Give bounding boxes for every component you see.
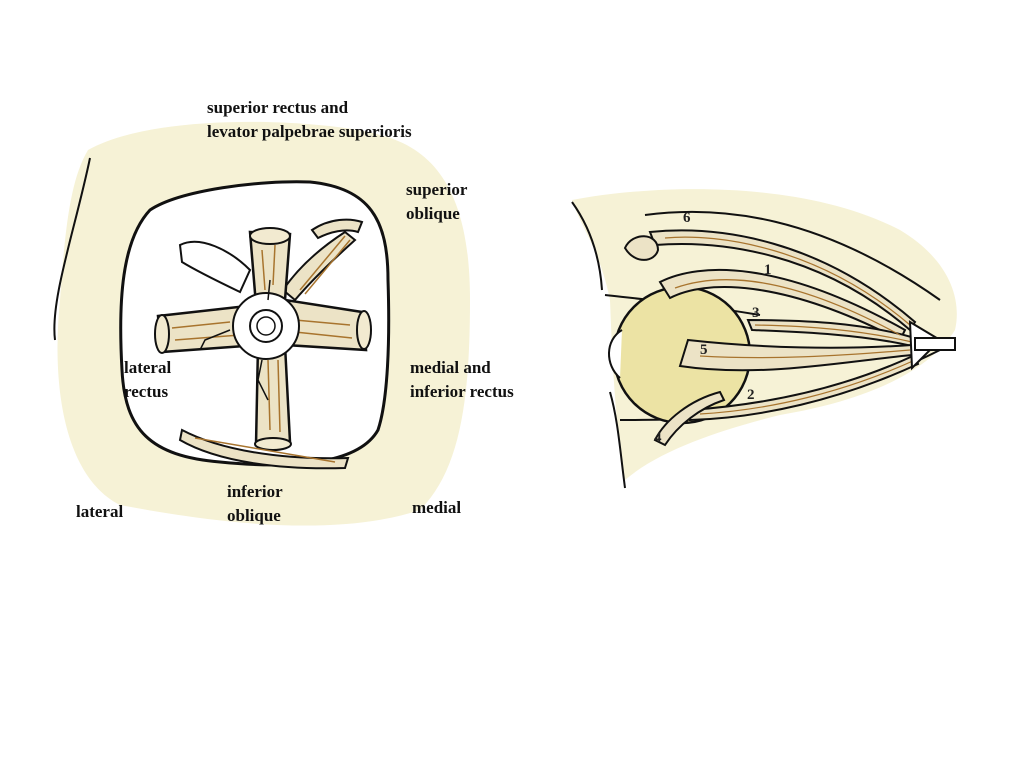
number-label-1: 1 <box>764 262 772 278</box>
superior-rectus-cut-end <box>249 227 291 245</box>
number-label-3: 3 <box>752 305 760 321</box>
levator-palpebrae-muscle <box>178 240 252 294</box>
muscle-fibers <box>171 244 353 433</box>
inferior-rectus-cut-end <box>254 437 292 451</box>
muscle-striations <box>664 236 916 415</box>
trochlea <box>623 235 660 261</box>
nerve-branches <box>199 279 271 401</box>
optic-canal <box>249 309 283 343</box>
superior-oblique-muscle <box>281 230 357 302</box>
number-label-6: 6 <box>683 210 691 226</box>
inferior-oblique-muscle <box>178 428 350 470</box>
number-label-2: 2 <box>747 387 755 403</box>
label-inferior-oblique: inferior oblique <box>227 482 283 525</box>
number-label-4: 4 <box>654 430 662 446</box>
optic-nerve <box>914 337 956 351</box>
label-superior-rectus: superior rectus and levator palpebrae su… <box>207 98 412 141</box>
left-face-outline <box>53 157 91 341</box>
eye-lateral-diagram <box>571 189 957 489</box>
label-medial-direction: medial <box>412 498 462 517</box>
lateral-rectus-cut-end <box>154 314 170 354</box>
medial-rectus-cut-end <box>356 310 372 350</box>
label-medial-inferior-rectus: medial and inferior rectus <box>410 358 514 401</box>
orbit-coronal-diagram <box>53 121 470 526</box>
cornea <box>608 329 623 379</box>
superior-oblique-tendon <box>310 218 364 240</box>
label-superior-oblique: superior oblique <box>406 180 468 223</box>
orbit-roof <box>571 201 603 291</box>
inferior-oblique-muscle-4 <box>653 390 726 447</box>
number-label-5: 5 <box>700 342 708 358</box>
label-lateral-rectus: lateral rectus <box>124 358 172 401</box>
orbit-floor <box>609 391 626 489</box>
label-lateral-direction: lateral <box>76 502 124 521</box>
